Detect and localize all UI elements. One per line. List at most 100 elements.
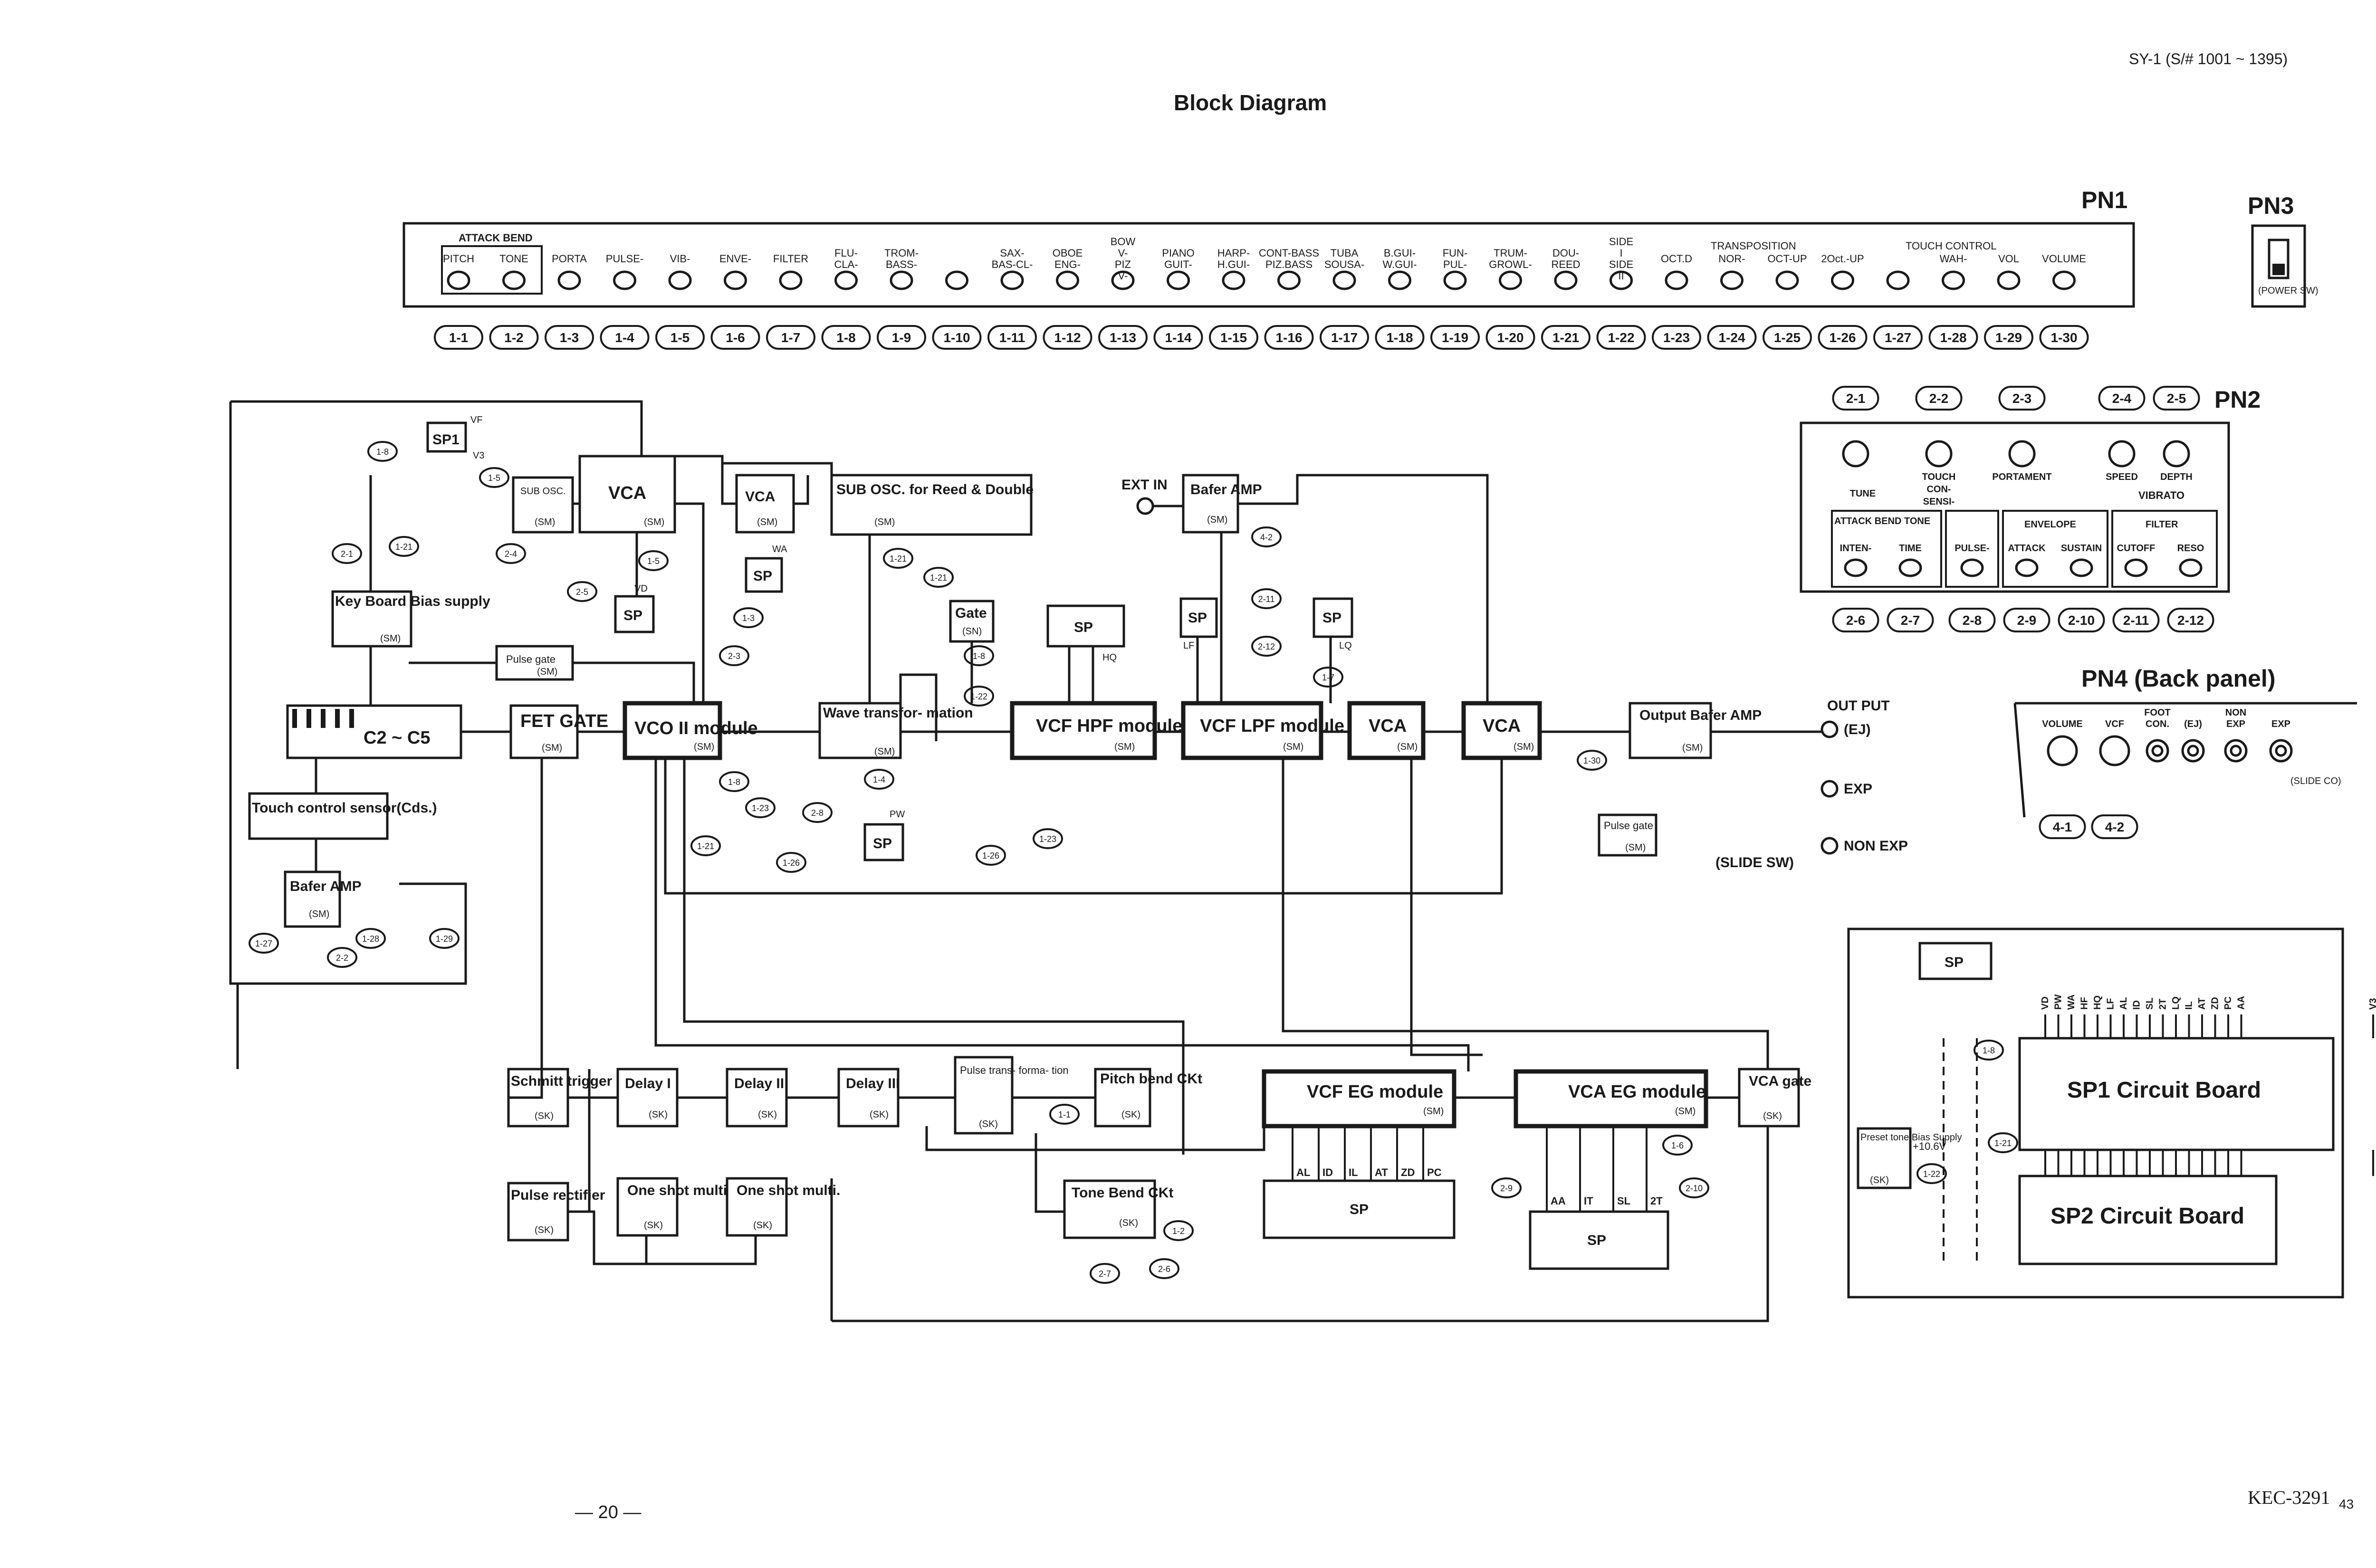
knob-icon[interactable] — [724, 270, 747, 290]
knob-icon[interactable] — [1886, 270, 1910, 290]
pn1-knob-1-4[interactable]: PULSE-1-4 — [600, 253, 650, 350]
knob-icon[interactable] — [1831, 270, 1854, 290]
knob-icon[interactable] — [1997, 270, 2021, 290]
knob-icon[interactable] — [1167, 270, 1190, 290]
knob-icon[interactable] — [668, 270, 692, 290]
pn1-knob-1-11[interactable]: SAX-BAS-CL-1-11 — [987, 247, 1037, 350]
knob-icon[interactable] — [1499, 270, 1522, 290]
pn1-knob-1-26[interactable]: 2Oct.-UP1-26 — [1818, 253, 1868, 350]
knob-icon[interactable] — [502, 270, 526, 290]
pn4-jack[interactable]: EXP — [2269, 719, 2293, 763]
pn1-knob-1-5[interactable]: VIB-1-5 — [655, 253, 705, 350]
pn1-knob-1-18[interactable]: B.GUI-W.GUI-1-18 — [1375, 247, 1425, 350]
knob-icon[interactable] — [613, 270, 636, 290]
knob-icon[interactable] — [2163, 440, 2190, 468]
knob-icon[interactable] — [2052, 270, 2076, 290]
pn1-knob-1-6[interactable]: ENVE-1-6 — [710, 253, 760, 350]
out-jack-icon[interactable] — [1820, 720, 1839, 738]
knob-icon[interactable] — [2124, 558, 2148, 577]
knob-icon[interactable] — [1925, 440, 1953, 468]
knob-icon[interactable] — [1898, 558, 1922, 577]
exp-jack-icon[interactable] — [1820, 780, 1839, 798]
pn1-knob-1-25[interactable]: OCT-UP1-25 — [1763, 253, 1812, 350]
knob-icon[interactable] — [2015, 558, 2039, 577]
knob-icon[interactable] — [557, 270, 581, 290]
ext-in-jack-icon[interactable] — [1136, 497, 1154, 515]
non-exp-jack-icon[interactable] — [1820, 837, 1839, 855]
knob-icon[interactable] — [1844, 558, 1868, 577]
pn1-knob-1-8[interactable]: FLU-CLA-1-8 — [821, 247, 871, 350]
knob-icon[interactable] — [1111, 270, 1135, 290]
pn1-knob-1-24[interactable]: NOR-1-24 — [1707, 253, 1757, 350]
jack-icon[interactable] — [2099, 735, 2130, 766]
knob-icon[interactable] — [447, 270, 470, 290]
pn4-jack[interactable]: (EJ) — [2181, 719, 2205, 763]
knob-icon[interactable] — [1842, 440, 1869, 468]
knob-icon[interactable] — [890, 270, 913, 290]
sp-board-sp-box — [1918, 942, 1993, 980]
knob-icon[interactable] — [1000, 270, 1024, 290]
pn1-knob-1-27[interactable]: 1-27 — [1873, 270, 1923, 350]
pn1-knob-1-10[interactable]: 1-10 — [932, 270, 982, 350]
pn4-jack[interactable]: VOLUME — [2042, 719, 2083, 766]
knob-icon[interactable] — [1720, 270, 1744, 290]
knob-icon[interactable] — [1443, 270, 1467, 290]
knob-icon[interactable] — [2179, 558, 2203, 577]
pn1-knob-1-23[interactable]: OCT.D1-23 — [1652, 253, 1701, 350]
knob-icon[interactable] — [1610, 270, 1633, 290]
knob-icon[interactable] — [1960, 558, 1984, 577]
knob-icon[interactable] — [1277, 270, 1301, 290]
sp-pw-box — [863, 823, 904, 861]
pn2-knob-2-8[interactable]: PULSE-2-8 — [1948, 543, 1996, 632]
jack-icon[interactable] — [2047, 735, 2078, 766]
knob-icon[interactable] — [1942, 270, 1965, 290]
knob-icon[interactable] — [1056, 270, 1079, 290]
pn4-jack[interactable]: VCF — [2099, 719, 2130, 766]
pn1-knob-1-15[interactable]: HARP-H.GUI-1-15 — [1209, 247, 1258, 350]
knob-icon[interactable] — [1775, 270, 1799, 290]
knob-icon[interactable] — [945, 270, 968, 290]
knob-icon[interactable] — [1665, 270, 1688, 290]
vibrato-label: VIBRATO — [2138, 489, 2184, 501]
board-pin-label: SL — [2145, 997, 2155, 1010]
knob-icon[interactable] — [779, 270, 803, 290]
knob-icon[interactable] — [1332, 270, 1356, 290]
pn1-knob-1-9[interactable]: TROM-BASS-1-9 — [877, 247, 926, 350]
knob-icon[interactable] — [1388, 270, 1411, 290]
knob-icon[interactable] — [2008, 440, 2036, 468]
knob-icon[interactable] — [1554, 270, 1578, 290]
pn1-knob-1-19[interactable]: FUN-PUL-1-19 — [1430, 247, 1480, 350]
knob-icon[interactable] — [2108, 440, 2136, 468]
pn2-knob-2-6[interactable]: INTEN-2-6 — [1832, 543, 1879, 632]
pn1-knob-1-28[interactable]: WAH-1-28 — [1928, 253, 1978, 350]
knob-icon[interactable] — [1222, 270, 1245, 290]
knob-icon[interactable] — [834, 270, 858, 290]
knob-icon[interactable] — [2069, 558, 2093, 577]
pn1-knob-1-20[interactable]: TRUM-GROWL-1-20 — [1485, 247, 1535, 350]
